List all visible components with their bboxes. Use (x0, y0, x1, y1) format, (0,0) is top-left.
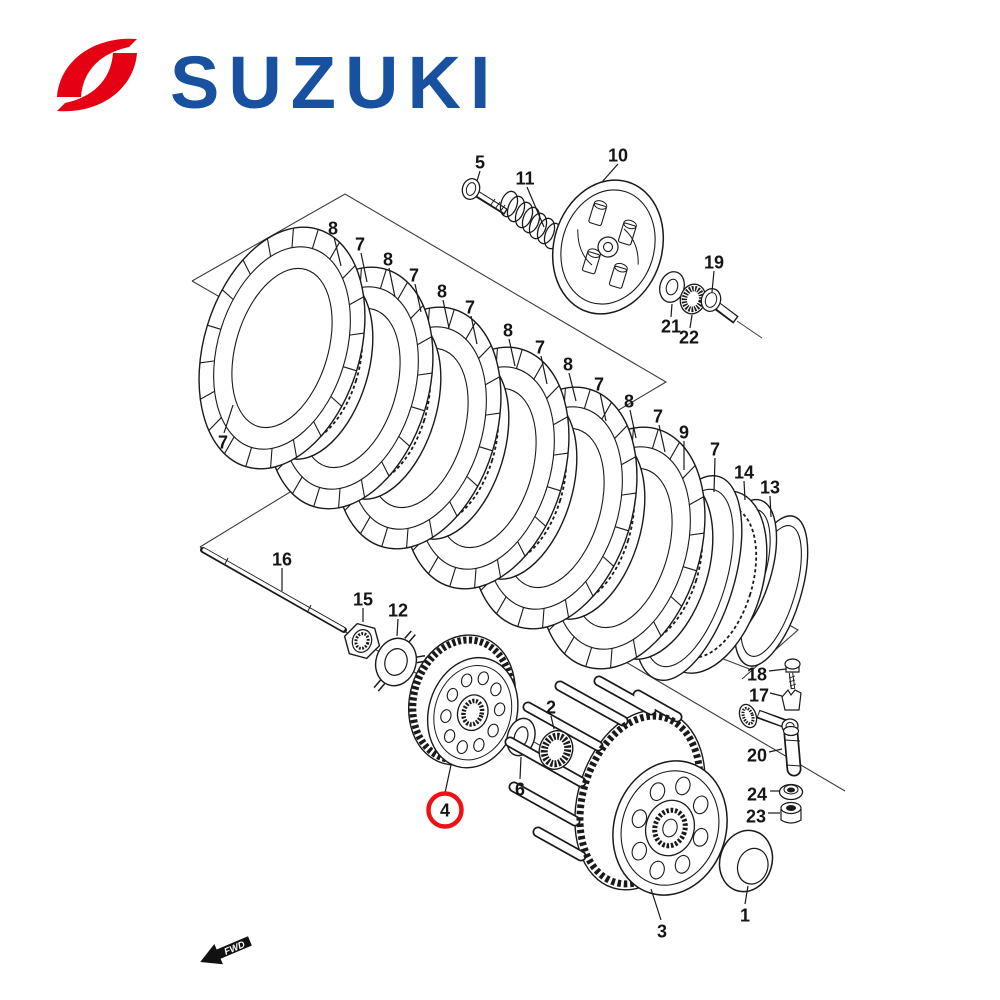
part-21-washer (659, 271, 685, 303)
callout-leader-13 (769, 495, 772, 518)
part-callout-8[interactable]: 8 (503, 321, 513, 341)
callout-leader-20 (768, 748, 783, 753)
callout-leader-7 (599, 392, 607, 422)
part-3-clutch-basket (504, 675, 728, 896)
part-callout-6[interactable]: 6 (515, 780, 525, 800)
callout-leader-8 (388, 267, 396, 298)
part-callout-18[interactable]: 18 (747, 665, 767, 685)
callout-leader-7 (414, 283, 422, 313)
callout-leader-17 (769, 692, 783, 697)
part-1-spacer (718, 829, 774, 893)
callout-leader-7 (540, 355, 548, 385)
callout-leader-7 (713, 457, 716, 493)
part-2-needle-bearing (538, 730, 574, 770)
part-callout-8[interactable]: 8 (383, 250, 393, 270)
callout-leader-8 (333, 236, 342, 267)
part-callout-21[interactable]: 21 (661, 317, 681, 337)
callout-leader-21 (670, 303, 673, 318)
part-16-push-rod (200, 547, 347, 633)
part-18-bolt (784, 658, 801, 690)
part-callout-14[interactable]: 14 (734, 463, 754, 483)
callout-leader-10 (601, 163, 619, 183)
callout-leader-7 (223, 404, 234, 434)
callout-leader-7 (360, 252, 368, 283)
callout-leader-3 (650, 888, 662, 921)
part-callout-8[interactable]: 8 (624, 392, 634, 412)
part-callout-2[interactable]: 2 (546, 698, 556, 718)
logo-wordmark: SUZUKI (170, 41, 499, 124)
part-callout-4[interactable]: 4 (440, 801, 450, 821)
part-callout-7[interactable]: 7 (465, 298, 475, 318)
part-callout-20[interactable]: 20 (747, 746, 767, 766)
part-12-lock-washer (373, 630, 426, 692)
callout-leader-8 (568, 372, 577, 402)
part-4-clutch-hub (407, 634, 519, 769)
fwd-label: FWD (223, 939, 247, 958)
part-callout-7[interactable]: 7 (653, 407, 663, 427)
part-callout-8[interactable]: 8 (563, 355, 573, 375)
part-callout-13[interactable]: 13 (760, 478, 780, 498)
part-callout-7[interactable]: 7 (594, 375, 604, 395)
part-callout-7[interactable]: 7 (710, 440, 720, 460)
part-callout-5[interactable]: 5 (475, 153, 485, 173)
callout-leader-22 (689, 314, 693, 329)
part-callout-17[interactable]: 17 (749, 686, 769, 706)
part-callout-7[interactable]: 7 (355, 235, 365, 255)
callout-leader-8 (629, 409, 637, 439)
part-callout-7[interactable]: 7 (409, 266, 419, 286)
callout-leader-14 (743, 480, 746, 501)
callout-leader-8 (508, 338, 516, 367)
part-15-nut (343, 622, 381, 660)
callout-leader-4 (444, 764, 452, 794)
part-callout-23[interactable]: 23 (746, 807, 766, 827)
part-callout-3[interactable]: 3 (657, 922, 667, 942)
part-callout-16[interactable]: 16 (272, 550, 292, 570)
callout-layer: 5111019212287878787878797141371615124263… (218, 146, 787, 942)
part-callout-8[interactable]: 8 (328, 219, 338, 239)
part-11-spring (499, 190, 563, 250)
part-24-washer (778, 783, 804, 801)
part-callout-12[interactable]: 12 (388, 601, 408, 621)
callout-leader-6 (519, 756, 522, 780)
callout-leader-19 (711, 270, 715, 293)
part-5-bolt (461, 178, 508, 215)
part-19-bolt (700, 288, 763, 339)
callout-leader-7 (658, 424, 666, 453)
part-23-nut (780, 801, 802, 824)
part-callout-8[interactable]: 8 (437, 282, 447, 302)
part-callout-7[interactable]: 7 (218, 433, 228, 453)
part-callout-10[interactable]: 10 (608, 146, 628, 166)
part-callout-9[interactable]: 9 (679, 423, 689, 443)
callout-leader-2 (550, 715, 555, 730)
part-10-pressure-plate (551, 179, 665, 315)
part-callout-15[interactable]: 15 (353, 590, 373, 610)
callout-leader-8 (442, 299, 450, 329)
part-callout-7[interactable]: 7 (535, 338, 545, 358)
part-callout-24[interactable]: 24 (747, 785, 767, 805)
part-callout-11[interactable]: 11 (515, 169, 534, 189)
callout-leader-7 (470, 315, 478, 345)
part-17-clamp (781, 688, 802, 711)
part-20-release-rod (782, 725, 802, 777)
callout-leader-5 (476, 170, 481, 182)
callout-leader-11 (526, 186, 545, 228)
part-callout-19[interactable]: 19 (704, 253, 724, 273)
fwd-arrow: FWD (200, 936, 252, 965)
callout-leader-12 (396, 618, 399, 637)
part-callout-1[interactable]: 1 (740, 906, 750, 926)
callout-leader-18 (768, 668, 787, 672)
suzuki-s-icon (57, 38, 137, 112)
highlight-circle-part-4[interactable] (426, 791, 464, 829)
part-callout-22[interactable]: 22 (679, 328, 699, 348)
callout-leader-1 (744, 885, 749, 905)
suzuki-logo: SUZUKI (57, 38, 499, 124)
